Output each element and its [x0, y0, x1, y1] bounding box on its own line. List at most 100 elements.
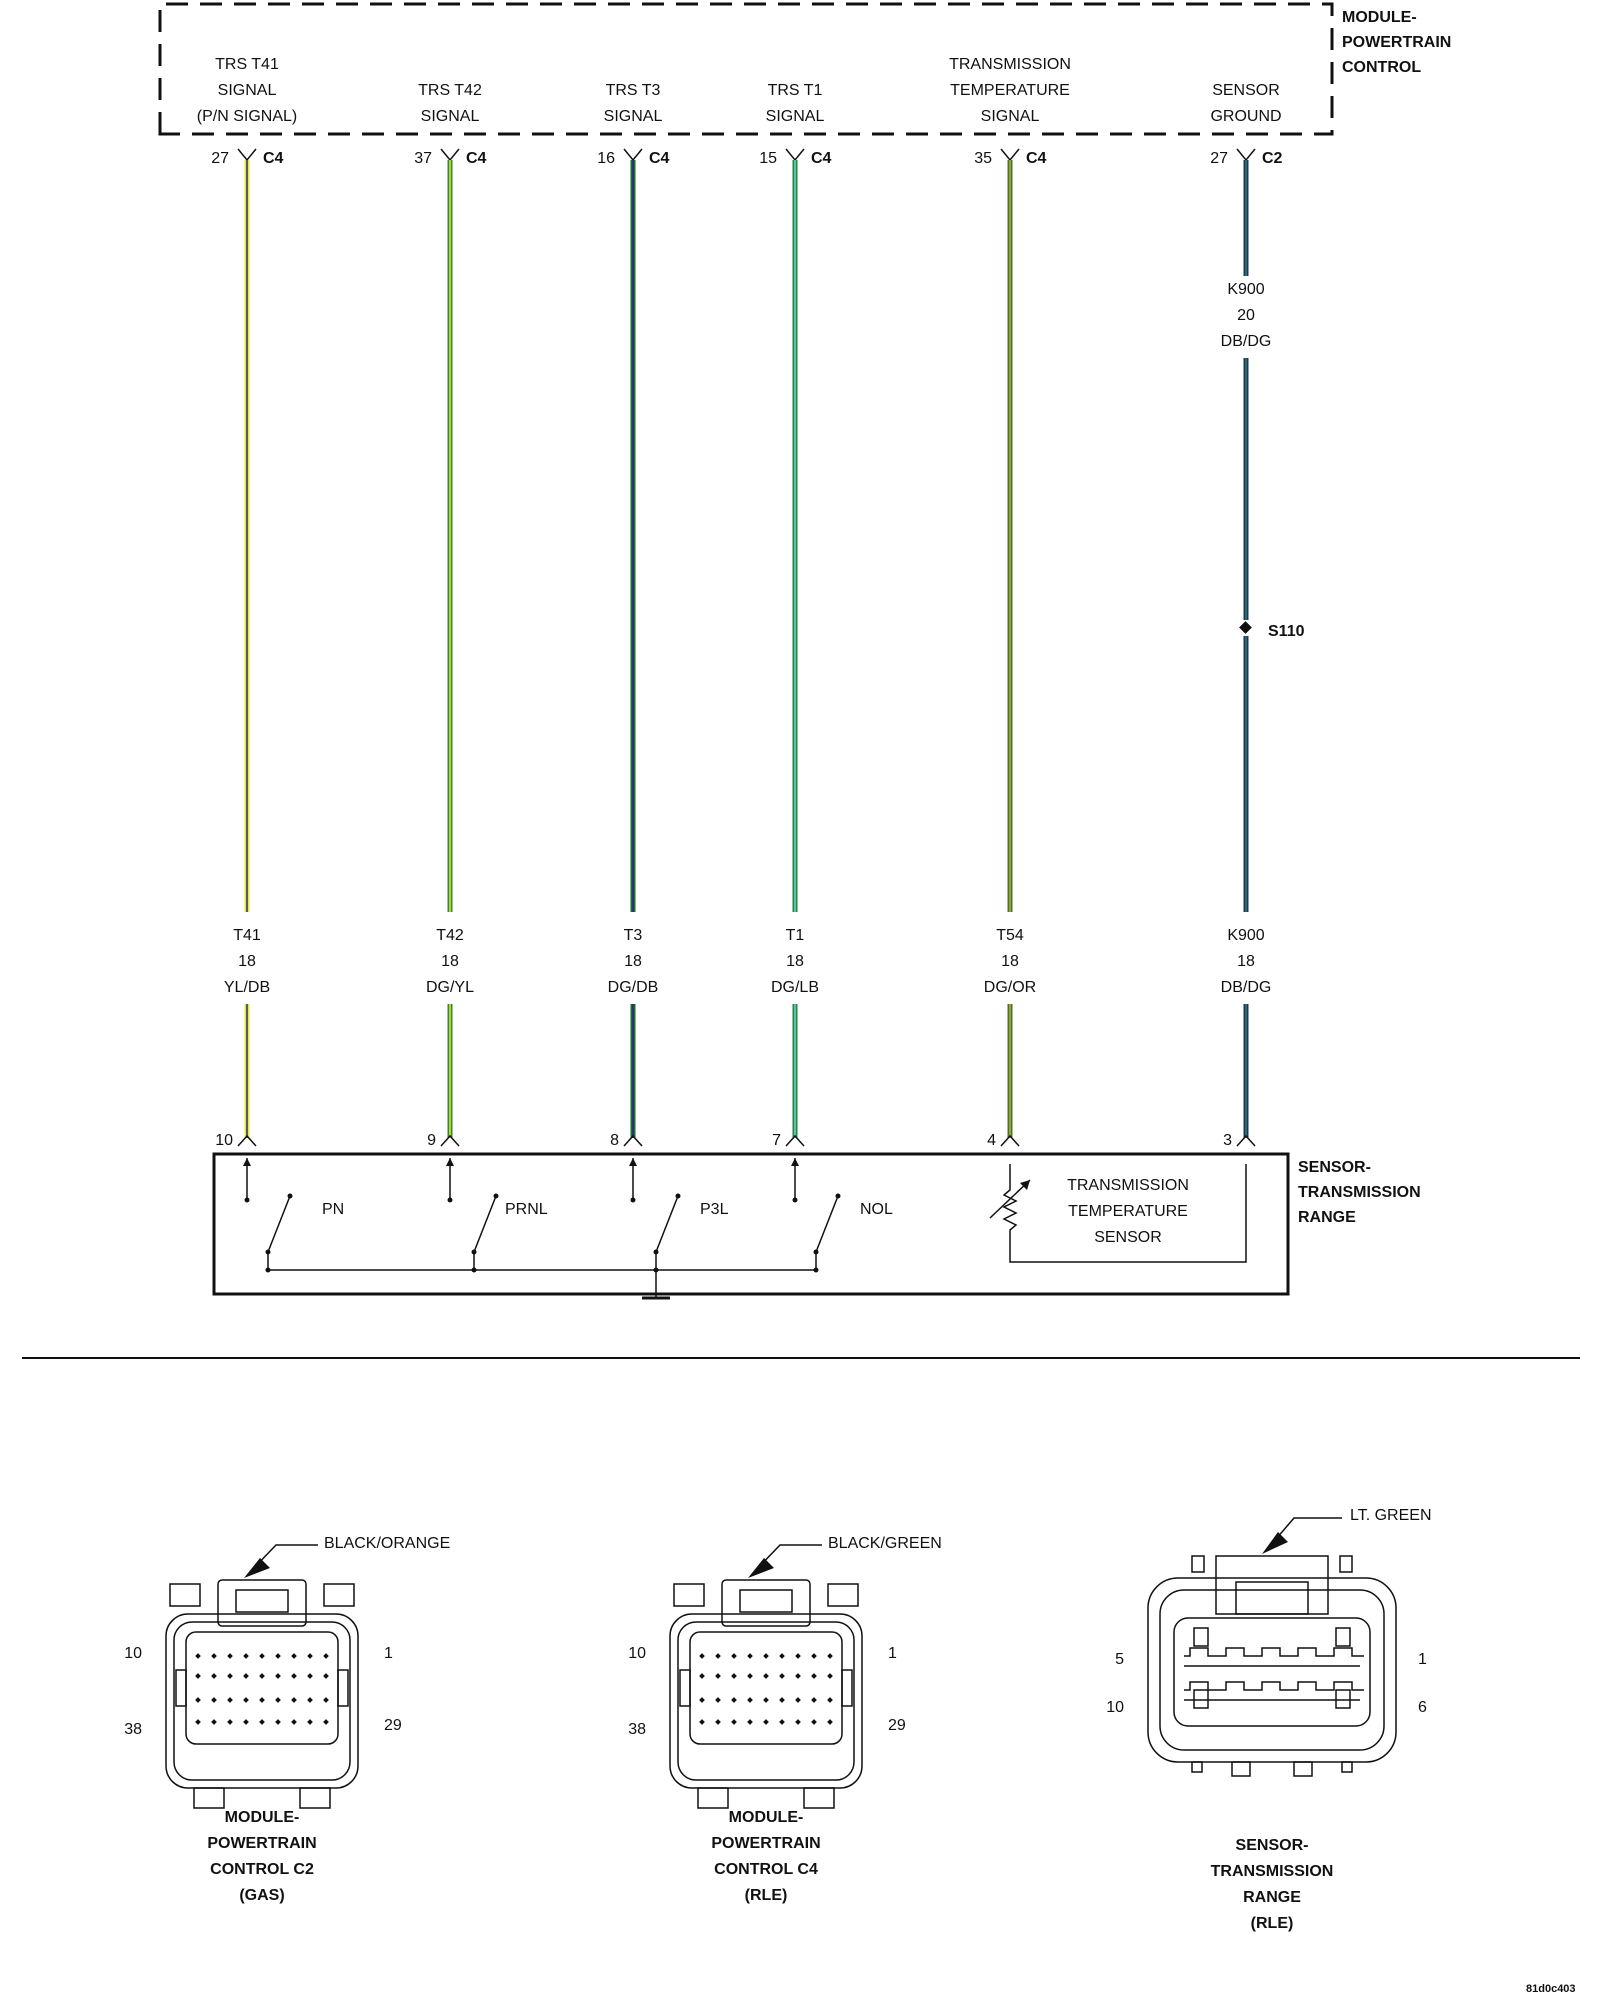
wire-color-code: DB/DG: [1221, 979, 1272, 996]
wire-gauge: 18: [1237, 953, 1255, 970]
pcm-signal-label: TRS T3: [606, 82, 661, 99]
svg-text:SENSOR-: SENSOR-: [1298, 1159, 1371, 1176]
connector-caption: POWERTRAIN: [711, 1835, 820, 1852]
switch-label: P3L: [700, 1201, 729, 1218]
pcm-terminal: [1000, 148, 1020, 162]
connector-caption: (GAS): [239, 1887, 284, 1904]
pcm-signal-label: TRS T1: [768, 82, 823, 99]
sensor-terminal: [1000, 1134, 1020, 1147]
switch-label: PN: [322, 1201, 344, 1218]
wire-code: T1: [786, 927, 805, 944]
switch-prnl: PRNL: [446, 1158, 548, 1273]
switch-nol: NOL: [791, 1158, 893, 1273]
figure-id: 81d0c403: [1526, 1983, 1576, 1995]
svg-text:RANGE: RANGE: [1298, 1209, 1356, 1226]
sensor-terminal: [237, 1134, 257, 1147]
pcm-terminal: [785, 148, 805, 162]
pcm-connector-id: C4: [263, 150, 284, 167]
pcm-connector-id: C4: [811, 150, 832, 167]
connector-color: BLACK/GREEN: [828, 1535, 942, 1552]
svg-text:CONTROL: CONTROL: [1342, 59, 1421, 76]
pcm-connector-id: C4: [1026, 150, 1047, 167]
wire-code: T41: [233, 927, 261, 944]
svg-text:TRANSMISSION: TRANSMISSION: [1298, 1184, 1421, 1201]
pin-label: 29: [384, 1717, 402, 1734]
sensor-pin-number: 7: [772, 1132, 781, 1149]
pin-label: 10: [628, 1645, 646, 1662]
connector-caption: CONTROL C4: [714, 1861, 818, 1878]
connector-caption: SENSOR-: [1236, 1837, 1309, 1854]
pin-label: 6: [1418, 1699, 1427, 1716]
wire-gauge: 18: [1001, 953, 1019, 970]
pcm-pin-number: 27: [211, 150, 229, 167]
sensor-terminal: [623, 1134, 643, 1147]
svg-text:DB/DG: DB/DG: [1221, 333, 1272, 350]
sensor-title: SENSOR- TRANSMISSION RANGE: [1298, 1159, 1421, 1226]
svg-text:TEMPERATURE: TEMPERATURE: [1068, 1203, 1188, 1220]
wire-color-code: DG/LB: [771, 979, 819, 996]
pin-label: 1: [384, 1645, 393, 1662]
sensor-pin-number: 4: [987, 1132, 996, 1149]
pcm-signal-label: TEMPERATURE: [950, 82, 1070, 99]
wire-gauge: 18: [238, 953, 256, 970]
pin-label: 10: [1106, 1699, 1124, 1716]
pcm-box: [158, 2, 1334, 136]
pin-label: 5: [1115, 1651, 1124, 1668]
pcm-signal-label: SIGNAL: [421, 108, 480, 125]
pcm-signal-label: SIGNAL: [218, 82, 277, 99]
pcm-signal-label: SENSOR: [1212, 82, 1280, 99]
switch-pn: PN: [243, 1158, 344, 1273]
pin-label: 10: [124, 1645, 142, 1662]
pcm-signal-label: SIGNAL: [981, 108, 1040, 125]
svg-text:POWERTRAIN: POWERTRAIN: [1342, 34, 1451, 51]
connector-caption: MODULE-: [225, 1809, 300, 1826]
pcm-signal-label: GROUND: [1210, 108, 1281, 125]
range-switches: PN PRNL P3L NOL: [243, 1158, 893, 1273]
pcm-signal-label: SIGNAL: [766, 108, 825, 125]
ground-wire-upper-label: K900 20 DB/DG: [1221, 281, 1272, 350]
pcm-pin-number: 15: [759, 150, 777, 167]
pin-label: 38: [124, 1721, 142, 1738]
connector-caption: (RLE): [1251, 1915, 1294, 1932]
pcm-signal-label: TRANSMISSION: [949, 56, 1071, 73]
sensor-terminal: [785, 1134, 805, 1147]
pcm-terminal: [440, 148, 460, 162]
connector-caption: MODULE-: [729, 1809, 804, 1826]
sensor-pin-number: 10: [215, 1132, 233, 1149]
svg-text:SENSOR: SENSOR: [1094, 1229, 1162, 1246]
svg-text:S110: S110: [1268, 623, 1305, 640]
svg-text:20: 20: [1237, 307, 1255, 324]
svg-text:TRANSMISSION: TRANSMISSION: [1067, 1177, 1189, 1194]
wire-color-code: DG/DB: [608, 979, 659, 996]
svg-text:K900: K900: [1227, 281, 1264, 298]
pcm-terminal: [623, 148, 643, 162]
temperature-sensor: TRANSMISSION TEMPERATURE SENSOR: [989, 1164, 1247, 1263]
pcm-signal-label: SIGNAL: [604, 108, 663, 125]
sensor-terminal: [1236, 1134, 1256, 1147]
wire-color-code: DG/YL: [426, 979, 474, 996]
pcm-pin-number: 16: [597, 150, 615, 167]
connector-caption: (RLE): [745, 1887, 788, 1904]
sensor-box: [212, 1152, 1290, 1296]
pcm-pin-number: 27: [1210, 150, 1228, 167]
pcm-pin-number: 37: [414, 150, 432, 167]
sensor-pin-number: 8: [610, 1132, 619, 1149]
pin-label: 1: [1418, 1651, 1427, 1668]
wire-color-code: YL/DB: [224, 979, 270, 996]
wire-code: T3: [624, 927, 643, 944]
wire-gauge: 18: [624, 953, 642, 970]
